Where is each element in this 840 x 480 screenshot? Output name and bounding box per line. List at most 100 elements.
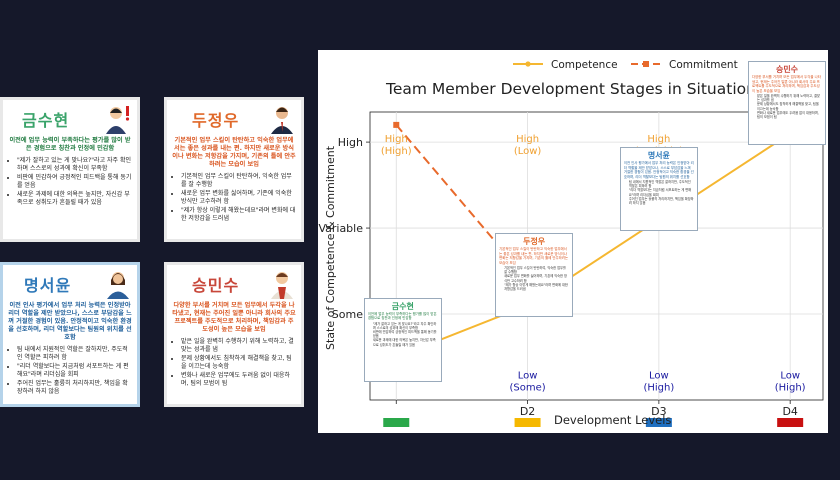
persona-card-du: 두정우 기본적인 업무 스킬이 탄탄하고 익숙한 업무에서는 좋은 성과를 내는…	[164, 97, 304, 242]
y-tick-label: Variable	[318, 222, 363, 235]
x-tick-label: D3	[651, 405, 666, 418]
trait-item: "리더 역할보다는 지금처럼 서포트하는 게 편해요"라며 리더십을 회피	[17, 363, 132, 378]
trait-item: "제가 항상 이렇게 해왔는데요"라며 변화에 대한 저항감을 드러냄	[181, 207, 296, 222]
sticker-trait: 변화나 새로운 업무에도 두려움 없이 대응하며, 팀의 모범이 됨	[757, 111, 822, 119]
legend-label: Commitment	[669, 59, 738, 71]
level-color-bar	[645, 418, 672, 427]
sticker-trait: 팀 내에서 지원적인 역할은 잘하지만, 주도적인 역할은 피하려 함	[629, 180, 694, 188]
persona-name: 명서윤	[24, 276, 72, 295]
legend-marker	[643, 61, 649, 67]
series-marker	[393, 121, 400, 128]
sticker-trait: 문제 상황에서도 침착하게 해결책을 찾고, 팀을 이끄는데 능숙함	[757, 102, 822, 110]
sticker-traits: 맡은 일을 완벽히 수행하기 위해 노력하고, 결맞는 성과를 냄문제 상황에서…	[752, 94, 822, 119]
sticker-name: 명서윤	[647, 150, 670, 161]
legend-label: Competence	[551, 59, 618, 71]
persona-traits: "제가 잘하고 있는 게 맞나요?"라고 자주 확인하며 스스로의 성과에 확신…	[8, 157, 132, 207]
persona-name: 승민수	[192, 276, 240, 295]
sticker-description: 다양한 부서를 거치며 모든 업무에서 두각을 나타냈고, 현재는 주어진 일뿐…	[752, 75, 821, 93]
sticker-trait: 비판에 민감하여 긍정적인 피드백을 통해 동기를 얻음	[373, 330, 438, 338]
level-annotation: (High)	[381, 146, 412, 157]
trait-item: 비판에 민감하여 긍정적인 피드백을 통해 동기를 얻음	[17, 174, 132, 189]
trait-item: 문제 상황에서도 침착하게 해결책을 찾고, 팀을 이끄는데 능숙함	[181, 355, 296, 370]
persona-traits: 맡은 일을 완벽히 수행하기 위해 노력하고, 결맞는 성과를 냄 문제 상황에…	[172, 338, 296, 388]
sticker-name: 금수현	[391, 300, 414, 311]
grid-layer	[369, 111, 824, 401]
level-annotation: (Some)	[509, 383, 545, 394]
persona-description: 기본적인 업무 스킬이 탄탄하고 익숙한 업무에서는 좋은 성과를 내는 편. …	[172, 137, 296, 168]
sticker-trait: 맡은 일을 완벽히 수행하기 위해 노력하고, 결맞는 성과를 냄	[757, 94, 822, 102]
person-icon	[107, 272, 129, 299]
sticker-name: 승민수	[775, 64, 799, 75]
person-icon	[106, 106, 130, 134]
level-annotation: High	[647, 134, 670, 145]
avatar	[268, 269, 296, 299]
avatar	[104, 269, 132, 299]
persona-card-myung: 명서윤 이전 인사 평가에서 업무 처리 능력은 인정받아 리더 역할을 제안 …	[0, 262, 140, 407]
level-annotation: High	[516, 134, 539, 145]
level-annotation: Low	[649, 371, 669, 382]
development-stages-chart: High(High)High(Low)High(Variable)Low(Som…	[318, 59, 824, 427]
sticker-traits: 기본적인 업무 스킬이 탄탄하여, 익숙한 업무를 잘 수행함새로운 업무 변화…	[499, 266, 569, 291]
legend-marker	[525, 61, 531, 67]
sticker-trait: 주어진 업무는 훌륭히 처리하지만, 책임을 확장하려 하지 않음	[629, 197, 694, 205]
sticker-trait: 새로운 업무 변화를 싫어하며, 기존에 익숙한 방식만 고수하려 함	[504, 274, 569, 282]
trait-item: "제가 잘하고 있는 게 맞나요?"라고 자주 확인하며 스스로의 성과에 확신…	[17, 157, 132, 172]
level-annotation: (High)	[775, 383, 806, 394]
trait-item: 새로운 과제에 대한 의욕은 높지만, 자신감 부족으로 성취도가 흔들릴 때가…	[17, 191, 132, 206]
persona-description: 다양한 부서를 거치며 모든 업무에서 두각을 나타냈고, 현재는 주어진 일뿐…	[172, 302, 296, 333]
persona-card-seung: 승민수 다양한 부서를 거치며 모든 업무에서 두각을 나타냈고, 현재는 주어…	[164, 262, 304, 407]
sticker-description: 기본적인 업무 스킬이 탄탄하고 익숙한 업무에서는 좋은 성과를 내는 편. …	[499, 247, 568, 265]
person-icon	[271, 107, 293, 134]
persona-traits: 팀 내에서 지원적인 역할은 잘하지만, 주도적인 역할은 피하려 함 "리더 …	[8, 346, 132, 396]
avatar	[268, 104, 296, 134]
persona-name: 두정우	[192, 111, 240, 130]
sticker-description: 이전 인사 평가에서 업무 처리 능력은 인정받아 리더 역할을 제안 받았으나…	[623, 161, 694, 179]
chart-title: Team Member Development Stages in Situat…	[385, 80, 784, 98]
sticker-name: 두정우	[523, 236, 546, 247]
persona-traits: 기본적인 업무 스킬이 탄탄하여, 익숙한 업무를 잘 수행함 새로운 업무 변…	[172, 173, 296, 223]
level-color-bar	[383, 418, 410, 427]
persona-card-keum: 금수현 이전에 업무 능력이 부족하다는 평가를 많이 받은 경험으로 칭찬과 …	[0, 97, 140, 242]
level-annotation: Low	[780, 371, 800, 382]
trait-item: 팀 내에서 지원적인 역할은 잘하지만, 주도적인 역할은 피하려 함	[17, 346, 132, 361]
person-icon	[271, 272, 293, 299]
avatar	[104, 104, 132, 134]
sticker-trait: "제가 항상 이렇게 해왔는데요"라며 변화에 대한 저항감을 드러냄	[504, 283, 569, 291]
x-axis-label: Development Levels	[554, 413, 671, 427]
chart-legend: Competence Commitment	[513, 59, 738, 71]
level-color-bar	[514, 418, 541, 427]
x-tick-label: D2	[520, 405, 535, 418]
level-annotation: (High)	[643, 383, 674, 394]
persona-description: 이전 인사 평가에서 업무 처리 능력은 인정받아 리더 역할을 제안 받았으나…	[8, 302, 132, 341]
level-annotation: Low	[518, 371, 538, 382]
level-color-bar	[777, 418, 804, 427]
plot-area	[369, 111, 824, 401]
x-tick-label: D4	[782, 405, 797, 418]
trait-item: 기본적인 업무 스킬이 탄탄하여, 익숙한 업무를 잘 수행함	[181, 173, 296, 188]
sticker-trait: 기본적인 업무 스킬이 탄탄하여, 익숙한 업무를 잘 수행함	[504, 266, 569, 274]
series-line	[395, 132, 791, 358]
level-annotation: High	[385, 134, 408, 145]
trait-item: 새로운 업무 변화를 싫어하며, 기존에 익숙한 방식만 고수하려 함	[181, 190, 296, 205]
y-tick-label: High	[338, 136, 363, 149]
sticker-trait: "제가 잘하고 있는 게 맞나요?"라고 자주 확인하며 스스로의 성과에 확신…	[373, 322, 438, 330]
sticker-traits: "제가 잘하고 있는 게 맞나요?"라고 자주 확인하며 스스로의 성과에 확신…	[368, 322, 438, 347]
sticker-trait: 새로운 과제에 대한 의욕은 높지만, 자신감 부족으로 성취도가 흔들릴 때가…	[373, 338, 438, 346]
trait-item: 주어진 업무는 훌륭히 처리하지만, 책임을 확장하려 하지 않음	[17, 380, 132, 395]
trait-item: 변화나 새로운 업무에도 두려움 없이 대응하며, 팀의 모범이 됨	[181, 372, 296, 387]
level-annotation: (Low)	[514, 146, 542, 157]
chart-panel: High(High)High(Low)High(Variable)Low(Som…	[318, 50, 828, 433]
y-axis-label: State of Competence & Commitment	[324, 145, 337, 350]
y-tick-label: Some	[332, 308, 363, 321]
trait-item: 맡은 일을 완벽히 수행하기 위해 노력하고, 결맞는 성과를 냄	[181, 338, 296, 353]
persona-name: 금수현	[22, 111, 70, 130]
sticker-description: 이전에 업무 능력이 부족하다는 평가를 많이 받은 경험으로 칭찬과 인정에 …	[367, 311, 437, 321]
persona-description: 이전에 업무 능력이 부족하다는 평가를 많이 받은 경험으로 칭찬과 인정에 …	[9, 137, 131, 152]
sticker-trait: "리더 역할보다는 지금처럼 서포트하는 게 편해요"라며 리더십을 회피	[629, 188, 694, 196]
sticker-traits: 팀 내에서 지원적인 역할은 잘하지만, 주도적인 역할은 피하려 함"리더 역…	[624, 180, 694, 205]
